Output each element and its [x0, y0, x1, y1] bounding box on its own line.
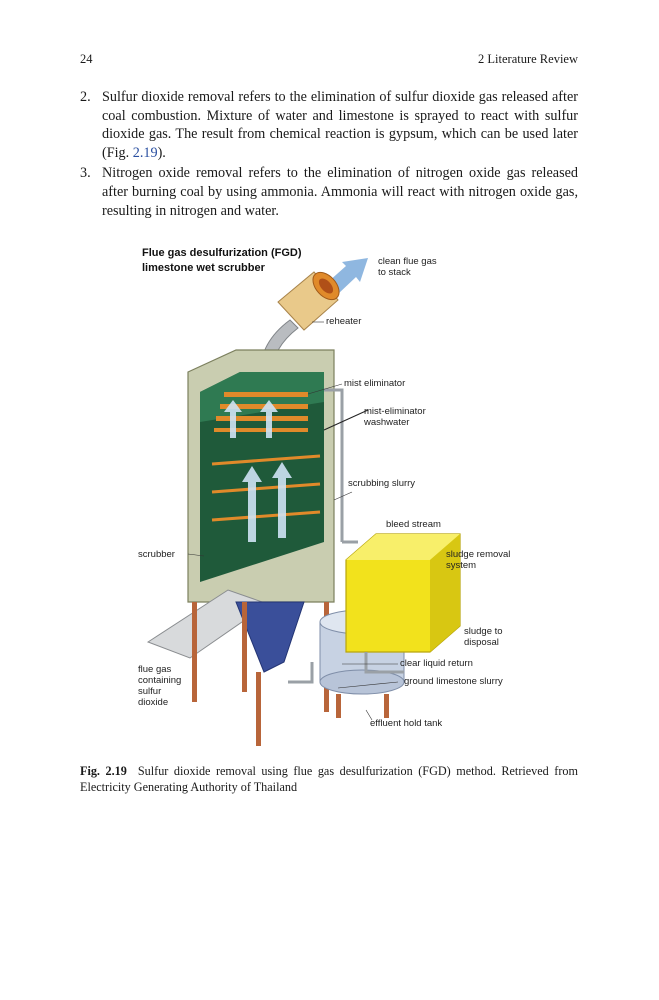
list-item: 2. Sulfur dioxide removal refers to the … [80, 88, 578, 162]
process-piping [288, 388, 404, 684]
figure-caption: Fig. 2.19 Sulfur dioxide removal using f… [80, 764, 578, 795]
caption-label: Fig. 2.19 [80, 764, 127, 778]
label-washwater: washwater [363, 417, 409, 428]
label-mist-washwater: mist-eliminator [364, 406, 426, 417]
label-dioxide: dioxide [138, 697, 168, 708]
fgd-diagram: Flue gas desulfurization (FGD) limestone… [128, 242, 534, 752]
label-clear-liquid-return: clear liquid return [400, 658, 473, 669]
label-sludge-to: sludge to [464, 626, 503, 637]
list-text-end: ). [157, 144, 166, 161]
label-clean-flue-gas: clean flue gas [378, 256, 437, 267]
diagram-title-line1: Flue gas desulfurization (FGD) [142, 247, 302, 259]
page-number: 24 [80, 52, 93, 66]
section-title: 2 Literature Review [478, 52, 578, 66]
diagram-title-line2: limestone wet scrubber [142, 262, 266, 274]
spray-headers [211, 454, 321, 522]
label-scrubber: scrubber [138, 549, 175, 560]
caption-text: Sulfur dioxide removal using flue gas de… [80, 764, 578, 794]
reheater-unit [277, 271, 340, 331]
list-number: 3. [80, 165, 91, 182]
scrubber-vessel [187, 349, 335, 603]
label-sludge-removal: sludge removal [446, 549, 510, 560]
numbered-list: 2. Sulfur dioxide removal refers to the … [80, 88, 578, 222]
label-flue-gas: flue gas [138, 664, 172, 675]
gas-flow-arrows [224, 400, 292, 542]
list-text: Nitrogen oxide removal refers to the eli… [102, 165, 578, 219]
label-scrubbing-slurry: scrubbing slurry [348, 478, 415, 489]
label-effluent-hold-tank: effluent hold tank [370, 718, 442, 729]
label-disposal: disposal [464, 637, 499, 648]
sludge-removal-tank [345, 533, 461, 653]
leader-lines [187, 321, 399, 721]
clean-gas-arrow [328, 258, 368, 294]
label-containing: containing [138, 675, 181, 686]
figure-reference-link[interactable]: 2.19 [132, 144, 158, 161]
label-reheater: reheater [326, 316, 361, 327]
label-bleed-stream: bleed stream [386, 519, 441, 530]
list-item: 3. Nitrogen oxide removal refers to the … [80, 164, 578, 220]
list-number: 2. [80, 89, 91, 105]
list-text: Sulfur dioxide removal refers to the eli… [102, 89, 578, 161]
mist-eliminator-elements [214, 392, 308, 432]
label-sulfur: sulfur [138, 686, 161, 697]
label-system: system [446, 560, 476, 571]
washwater-line [323, 409, 369, 431]
label-to-stack: to stack [378, 267, 411, 278]
label-mist-eliminator: mist eliminator [344, 378, 405, 389]
label-ground-limestone: ground limestone slurry [404, 676, 503, 687]
reaction-hopper [235, 601, 305, 673]
